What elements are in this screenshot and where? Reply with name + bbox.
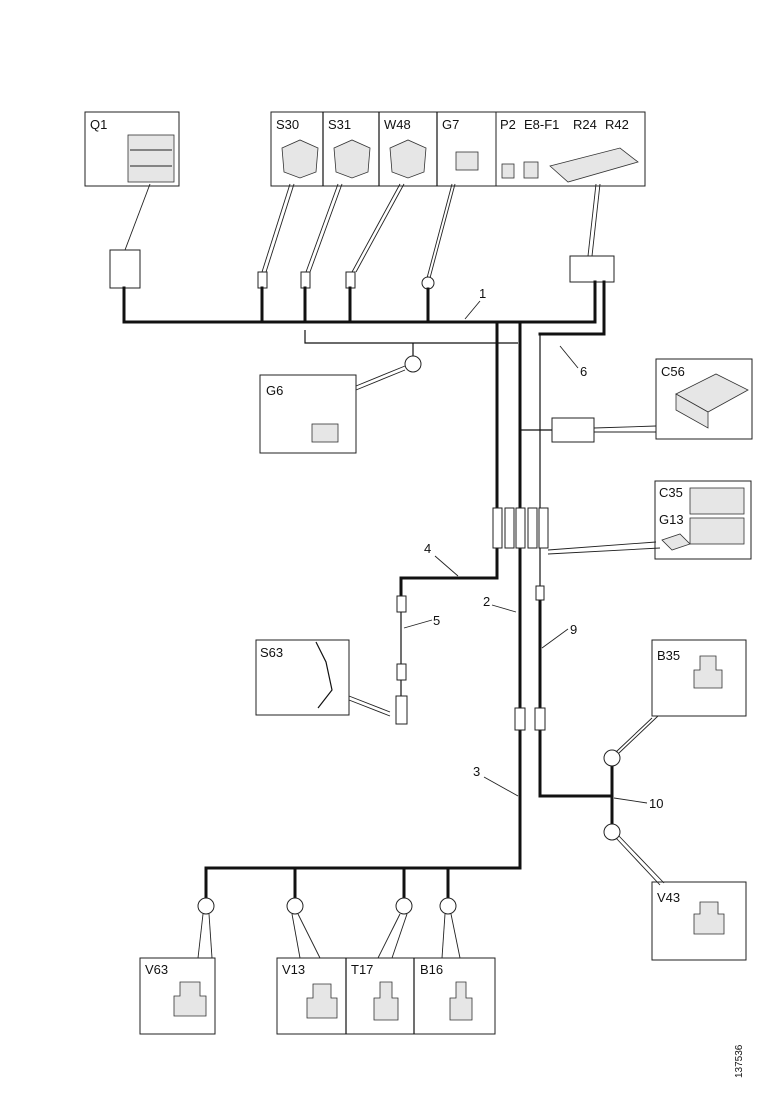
sensor-g6-icon	[311, 423, 339, 443]
label-r24: R24	[573, 117, 597, 132]
component-box-switches: S30 S31 W48 G7	[270, 111, 497, 187]
connector-wire5-lower	[396, 663, 407, 681]
sensor-t17-icon	[373, 981, 399, 1021]
connector-c56	[551, 417, 595, 443]
connector-wire9	[535, 585, 545, 601]
connector-v63	[197, 897, 215, 915]
connector-v13	[286, 897, 304, 915]
wire-label-6: 6	[580, 364, 587, 379]
component-box-bottom-group: V13 T17 B16	[276, 913, 496, 1035]
component-box-fusebox: P2 E8-F1 R24 R42	[495, 111, 646, 187]
wire-label-10: 10	[649, 796, 663, 811]
connector-block-2	[504, 507, 515, 549]
label-v13: V13	[282, 962, 305, 977]
label-w48: W48	[384, 117, 411, 132]
connector-block-4	[527, 507, 538, 549]
valve-v43-icon	[693, 901, 725, 935]
label-r42: R42	[605, 117, 629, 132]
label-t17: T17	[351, 962, 373, 977]
label-b35: B35	[657, 648, 680, 663]
label-s30: S30	[276, 117, 299, 132]
wire-label-1: 1	[479, 286, 486, 301]
switch-s31-icon	[333, 139, 371, 179]
connector-g6	[404, 355, 422, 373]
connector-t17	[395, 897, 413, 915]
valve-v63-icon	[173, 981, 207, 1017]
label-v63: V63	[145, 962, 168, 977]
connector-fusebox	[569, 255, 615, 283]
wire-label-4: 4	[424, 541, 431, 556]
label-g6: G6	[266, 383, 283, 398]
wire-g6-branch	[304, 330, 518, 344]
label-g7: G7	[442, 117, 459, 132]
connector-block-3	[515, 507, 526, 549]
harness	[122, 280, 614, 900]
wire-label-3: 3	[473, 764, 480, 779]
switch-w48-icon	[389, 139, 427, 179]
connector-b35	[603, 749, 621, 767]
component-box-q1: Q1	[84, 111, 180, 187]
connector-s30	[257, 271, 268, 289]
connector-block-left	[492, 507, 503, 549]
label-p2: P2	[500, 117, 516, 132]
connector-s31	[300, 271, 311, 289]
label-b16: B16	[420, 962, 443, 977]
control-unit-c35-icon	[689, 487, 745, 515]
relay-icon	[501, 163, 515, 179]
label-g13: G13	[659, 512, 684, 527]
connector-wire2-3	[514, 707, 526, 731]
valve-v13-icon	[306, 983, 338, 1019]
inline-connectors	[197, 355, 621, 915]
connector-wire5-upper	[396, 595, 407, 613]
wire-label-5: 5	[433, 613, 440, 628]
connector-w48	[345, 271, 356, 289]
component-box-c35-g13: C35 G13	[547, 480, 752, 560]
label-c56: C56	[661, 364, 685, 379]
connector-block-5	[538, 507, 549, 549]
connector-b16	[439, 897, 457, 915]
component-box-b35: B35	[615, 639, 747, 754]
connector-g7	[421, 276, 435, 290]
wire-label-9: 9	[570, 622, 577, 637]
label-v43: V43	[657, 890, 680, 905]
fuse-box-icon	[549, 147, 639, 183]
component-box-g6: G6	[259, 365, 406, 454]
wire-4	[399, 543, 499, 600]
label-s63: S63	[260, 645, 283, 660]
label-q1: Q1	[90, 117, 107, 132]
sensor-g7-icon	[455, 151, 479, 171]
wire-10	[538, 726, 614, 798]
wire-3	[204, 726, 522, 900]
wire-1	[122, 280, 597, 324]
top-leaders	[124, 183, 601, 279]
wire-label-2: 2	[483, 594, 490, 609]
label-e8-f1: E8-F1	[524, 117, 559, 132]
top-connectors	[109, 249, 615, 290]
resistor-icon	[523, 161, 539, 179]
figure-reference: 137536	[734, 1044, 745, 1078]
connector-wire9-10	[534, 707, 546, 731]
component-box-c56: C56	[593, 358, 753, 440]
connector-q1	[109, 249, 141, 289]
component-box-v43: V43	[615, 835, 747, 961]
label-c35: C35	[659, 485, 683, 500]
component-box-v63: V63	[139, 913, 216, 1035]
sensor-b16-icon	[449, 981, 473, 1021]
wire-labels: 1 6 4 2 5 9 3 10	[403, 286, 663, 811]
connector-v43	[603, 823, 621, 841]
sensor-b35-icon	[693, 655, 723, 689]
switch-s63-icon	[315, 641, 333, 709]
switch-s30-icon	[281, 139, 319, 179]
connector-s63	[395, 695, 408, 725]
control-unit-g13-icon	[689, 517, 745, 545]
component-box-s63: S63	[255, 639, 391, 717]
label-s31: S31	[328, 117, 351, 132]
battery-icon	[127, 134, 175, 183]
